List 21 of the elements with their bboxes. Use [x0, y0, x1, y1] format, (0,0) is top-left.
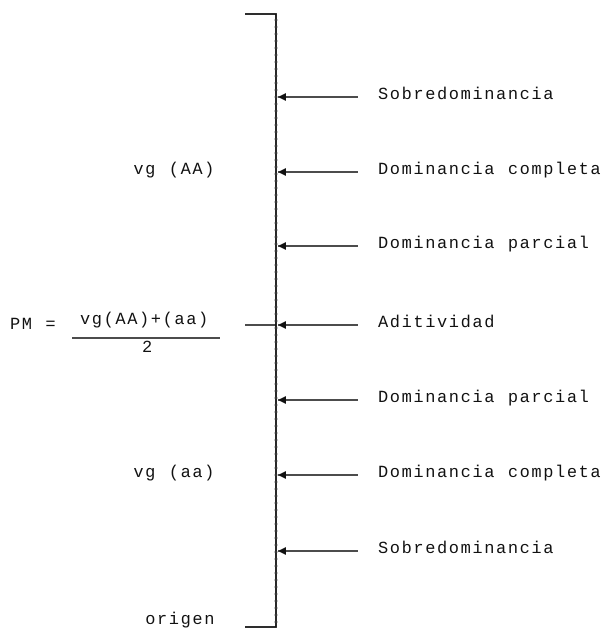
dominance-label: Dominancia completa	[378, 464, 602, 484]
arrow	[278, 321, 358, 329]
dominance-label: Dominancia completa	[378, 161, 602, 181]
scale-axis	[245, 13, 278, 628]
arrow	[278, 93, 358, 101]
arrow	[278, 168, 358, 176]
equation-text: PM =	[10, 316, 58, 336]
numerator-text: vg(AA)+(aa)	[80, 311, 210, 331]
genotype-value: vg (AA)	[133, 161, 216, 181]
arrow	[278, 547, 358, 555]
dominance-label: Dominancia parcial	[378, 389, 590, 409]
arrow	[278, 471, 358, 479]
denominator-text: 2	[142, 339, 154, 359]
dominance-label: Dominancia parcial	[378, 235, 590, 255]
arrow	[278, 242, 358, 250]
dominance-label: Aditividad	[378, 314, 496, 334]
arrow	[278, 396, 358, 404]
dominance-label: Sobredominancia	[378, 86, 556, 106]
genotype-value: vg (aa)	[133, 464, 216, 484]
dominance-label: Sobredominancia	[378, 540, 556, 560]
origin-label: origen	[145, 611, 216, 631]
